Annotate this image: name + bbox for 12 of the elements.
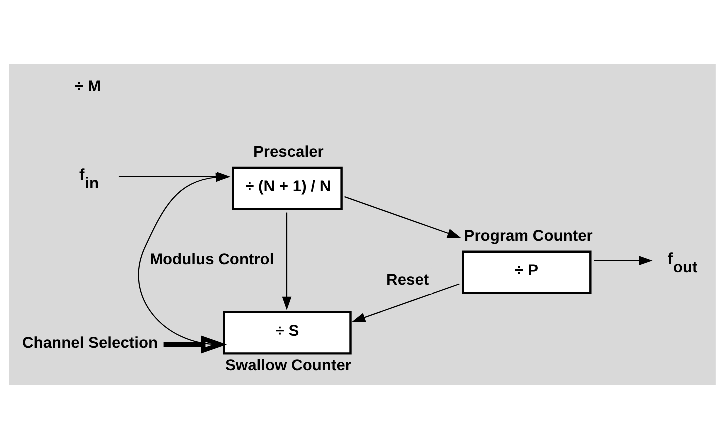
arrow (344, 196, 462, 238)
edge-label: Modulus Control (150, 250, 274, 268)
edge-label: Reset (386, 272, 430, 289)
arrow (594, 256, 653, 266)
label: ÷ M (75, 78, 102, 96)
node-text: Channel Selection (22, 334, 158, 352)
node-label: Swallow Counter (225, 357, 352, 374)
arrow (282, 212, 292, 310)
arrow (352, 283, 460, 322)
arrow (164, 335, 228, 354)
node-label: Prescaler (253, 144, 324, 161)
node-label: Program Counter (464, 227, 593, 244)
